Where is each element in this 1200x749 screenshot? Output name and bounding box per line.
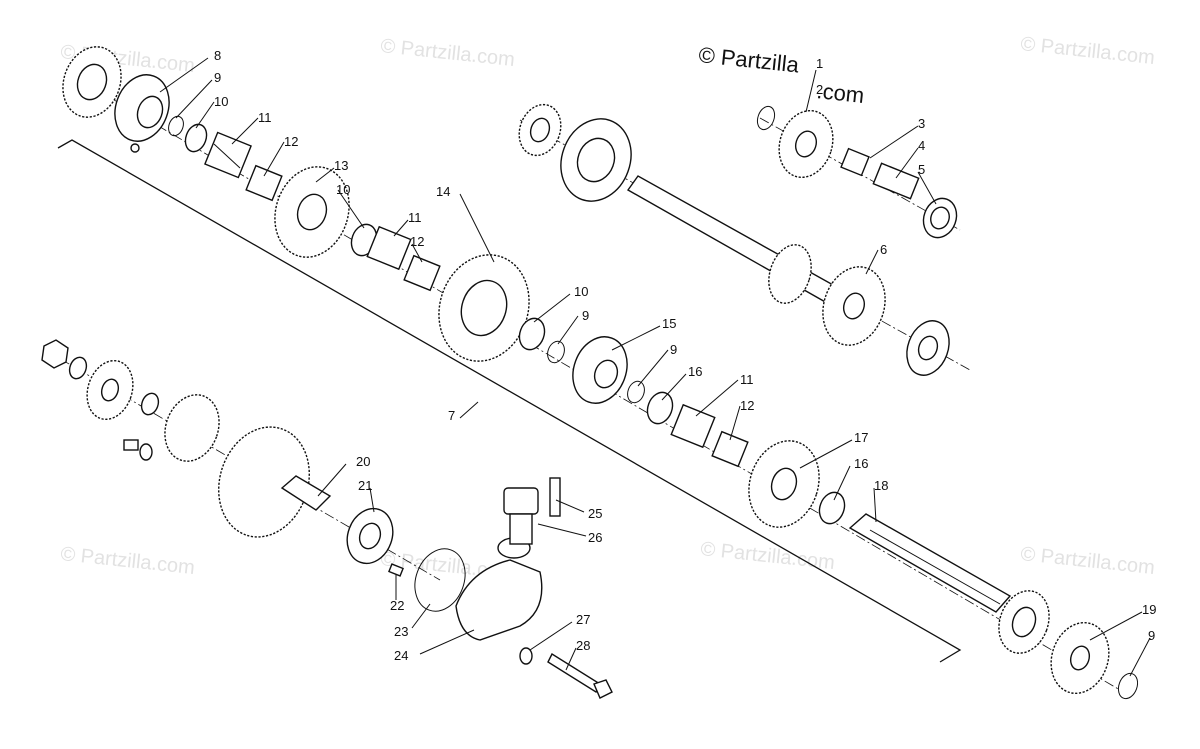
washer-left [68, 356, 88, 380]
bearing-top-small [518, 103, 562, 157]
callout-9: 9 [582, 308, 589, 323]
main-shaft [626, 175, 861, 317]
dog-clutch-8 [114, 74, 170, 153]
callout-23: 23 [394, 624, 408, 639]
gear-14 [438, 254, 530, 362]
bearing-top-large [560, 118, 632, 202]
gear-6 [822, 266, 886, 346]
callout-9: 9 [670, 342, 677, 357]
callout-19: 19 [1142, 602, 1156, 617]
pin-22 [388, 563, 404, 577]
callout-27: 27 [576, 612, 590, 627]
callout-10: 10 [214, 94, 228, 109]
callout-24: 24 [394, 648, 408, 663]
needle-bearing-11c [670, 403, 716, 449]
callout-20: 20 [356, 454, 370, 469]
callout-9: 9 [1148, 628, 1155, 643]
collar-12c [711, 430, 749, 468]
watermark: © Partzilla.com [699, 538, 835, 574]
callout-25: 25 [588, 506, 602, 521]
callout-9: 9 [214, 70, 221, 85]
callout-3: 3 [918, 116, 925, 131]
washer-16 [646, 391, 674, 425]
sprocket-left [86, 359, 134, 421]
collar-12b [403, 254, 441, 292]
callout-5: 5 [918, 162, 925, 177]
callout-4: 4 [918, 138, 925, 153]
bearing-right [998, 590, 1050, 654]
callout-8: 8 [214, 48, 221, 63]
washer-10 [184, 123, 208, 153]
circlip-1 [756, 105, 776, 131]
gear-13 [274, 166, 350, 258]
callout-7: 7 [448, 408, 455, 423]
bearing-6-end [906, 320, 950, 376]
callout-12: 12 [410, 234, 424, 249]
callout-18: 18 [874, 478, 888, 493]
callout-13: 13 [334, 158, 348, 173]
callout-11: 11 [258, 110, 272, 125]
callout-21: 21 [358, 478, 372, 493]
bolt-left-small [123, 439, 153, 461]
nut-left [41, 339, 69, 369]
callout-1: 1 [816, 56, 823, 71]
leader-lines [159, 57, 1151, 677]
housing-24 [455, 537, 543, 641]
callout-26: 26 [588, 530, 602, 545]
callout-14: 14 [436, 184, 450, 199]
collar-12 [245, 164, 283, 202]
callout-17: 17 [854, 430, 868, 445]
callout-15: 15 [662, 316, 676, 331]
circlip-9 [168, 115, 184, 137]
gear-2 [778, 109, 834, 179]
sensor-26 [503, 487, 539, 545]
watermark: © Partzilla.com [1019, 543, 1155, 579]
callout-12: 12 [740, 398, 754, 413]
brand-logo: © Partzilla .com [697, 42, 865, 108]
callout-10: 10 [574, 284, 588, 299]
watermark: © Partzilla.com [59, 543, 195, 579]
callout-28: 28 [576, 638, 590, 653]
washer-27 [519, 647, 533, 665]
output-gear-20 [218, 426, 332, 538]
watermark: © Partzilla.com [1019, 33, 1155, 69]
bearing-21 [346, 507, 394, 565]
callout-6: 6 [880, 242, 887, 257]
gear-19 [1050, 621, 1110, 695]
spacer-5 [922, 197, 958, 239]
brand-copyright: © Partzilla [697, 42, 800, 77]
watermark: © Partzilla.com [379, 35, 515, 71]
bolt-25 [549, 477, 561, 517]
gasket-23 [414, 548, 466, 612]
sleeve-4 [872, 162, 920, 200]
needle-bearing-11 [204, 131, 252, 179]
bearing-output [164, 394, 220, 462]
circlip-9d [1117, 672, 1139, 700]
bushing-3 [840, 147, 870, 177]
washer-left-2 [140, 392, 160, 416]
bearing-left [62, 46, 122, 118]
washer-16b [818, 491, 846, 525]
callout-16: 16 [854, 456, 868, 471]
callout-10: 10 [336, 182, 350, 197]
callout-2: 2 [816, 82, 823, 97]
callout-16: 16 [688, 364, 702, 379]
part-callouts: 8 9 10 11 12 13 10 11 12 14 10 9 15 9 16… [214, 48, 1156, 663]
assembly-bracket-line [57, 139, 962, 663]
circlip-9c [627, 380, 645, 404]
callout-22: 22 [390, 598, 404, 613]
gear-17 [748, 440, 820, 528]
brand-domain: .com [815, 78, 865, 108]
bolt-28 [547, 652, 613, 699]
shift-dog-15 [572, 336, 628, 404]
callout-12: 12 [284, 134, 298, 149]
circlip-9b [547, 340, 565, 364]
needle-bearing-11b [366, 225, 412, 271]
callout-11: 11 [408, 210, 422, 225]
callout-11: 11 [740, 372, 754, 387]
shaft-18 [848, 513, 1012, 613]
